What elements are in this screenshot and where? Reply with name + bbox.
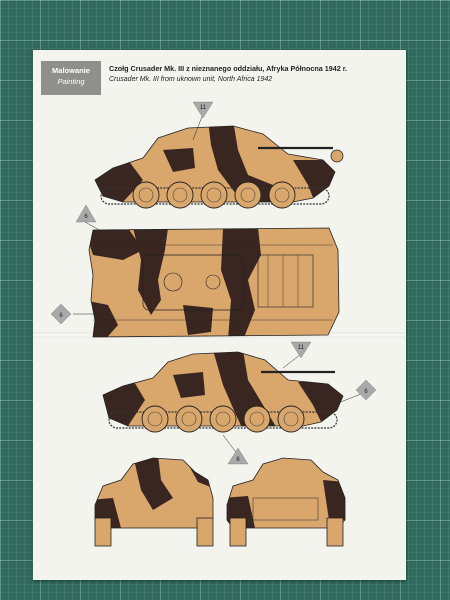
- camo-patch: [133, 458, 173, 510]
- side-view-bottom: [102, 351, 344, 433]
- marker-label: 11: [200, 105, 207, 111]
- tank-top-body: [89, 228, 339, 337]
- header-label-en: Painting: [57, 77, 85, 86]
- caption-title-en: Crusader Mk. III from uknown unit, North…: [109, 76, 273, 83]
- engine-deck: [257, 254, 314, 308]
- marker-6-bottom: 6: [227, 447, 249, 465]
- front-view: [94, 457, 214, 547]
- marker-6-top-view: 6: [75, 204, 97, 223]
- caption-title-pl: Czołg Crusader Mk. III z nieznanego oddz…: [109, 64, 348, 73]
- road-wheels: [141, 405, 305, 433]
- marker-label: 6: [364, 389, 368, 395]
- caption: Czołg Crusader Mk. III z nieznanego oddz…: [109, 64, 399, 83]
- marker-11-top: 11: [192, 101, 214, 119]
- instruction-sheet: Malowanie Painting Czołg Crusader Mk. II…: [33, 50, 406, 580]
- side-view-top: [94, 125, 344, 209]
- muzzle: [330, 149, 344, 163]
- track-rear-left: [229, 517, 247, 547]
- painting-diagram: 11 6 6 11 6 6: [50, 101, 377, 547]
- header-label-pl: Malowanie: [52, 66, 90, 75]
- camo-patch: [323, 480, 345, 520]
- marker-11-bottom: 11: [290, 341, 312, 359]
- hatch: [163, 272, 183, 292]
- top-view: [88, 227, 340, 338]
- section-header-box: Malowanie Painting: [41, 61, 101, 95]
- track-front-right: [196, 517, 214, 547]
- marker-label: 11: [298, 345, 305, 351]
- leader-lines: [73, 113, 367, 456]
- marker-label: 6: [59, 313, 63, 319]
- hatch: [205, 274, 221, 290]
- track-front-left: [94, 517, 112, 547]
- road-wheels: [132, 181, 296, 209]
- rear-panel: [252, 497, 319, 521]
- camo-patch: [163, 148, 195, 172]
- marker-label: 6: [84, 214, 88, 220]
- camo-patch: [173, 372, 205, 398]
- camo-patch: [133, 228, 168, 315]
- track-rear-right: [326, 517, 344, 547]
- marker-label: 6: [236, 457, 240, 463]
- marker-6-right: 6: [355, 379, 377, 401]
- turret-outline: [142, 254, 244, 311]
- rear-view: [226, 457, 346, 547]
- camo-patch: [89, 228, 143, 260]
- camo-patch: [221, 228, 261, 337]
- marker-6-left: 6: [50, 303, 72, 325]
